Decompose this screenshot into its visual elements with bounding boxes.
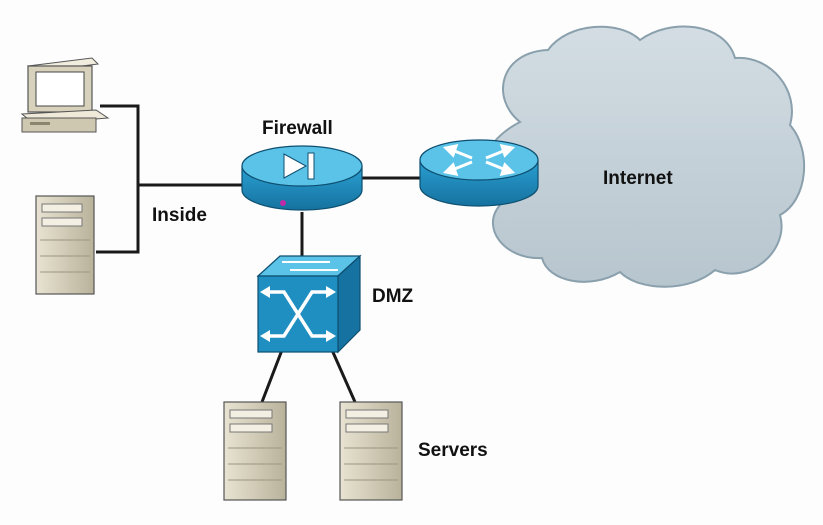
dmz-switch — [256, 254, 362, 354]
servers-label: Servers — [418, 440, 488, 461]
link-tower-to-hub — [96, 185, 140, 254]
server-left — [223, 401, 287, 501]
server-tower-icon — [339, 401, 403, 501]
server-tower-icon — [223, 401, 287, 501]
router-icon — [419, 139, 539, 207]
desktop-computer — [20, 57, 110, 133]
router-device — [419, 139, 539, 207]
link-switch-to-server-right — [330, 349, 357, 403]
desktop-computer-icon — [20, 57, 110, 133]
cloud-icon — [480, 25, 806, 288]
inside-host — [35, 195, 95, 295]
server-right — [339, 401, 403, 501]
firewall-label: Firewall — [262, 118, 333, 139]
link-pc-to-hub — [100, 104, 140, 185]
internet-cloud — [480, 25, 806, 288]
links — [96, 104, 420, 403]
switch-icon — [256, 254, 362, 354]
link-switch-to-server-left — [260, 349, 284, 403]
server-tower-icon — [35, 195, 95, 295]
firewall-icon — [241, 145, 363, 211]
inside-label: Inside — [152, 205, 207, 226]
internet-label: Internet — [603, 168, 673, 189]
firewall-device — [241, 145, 363, 211]
dmz-label: DMZ — [372, 286, 414, 307]
